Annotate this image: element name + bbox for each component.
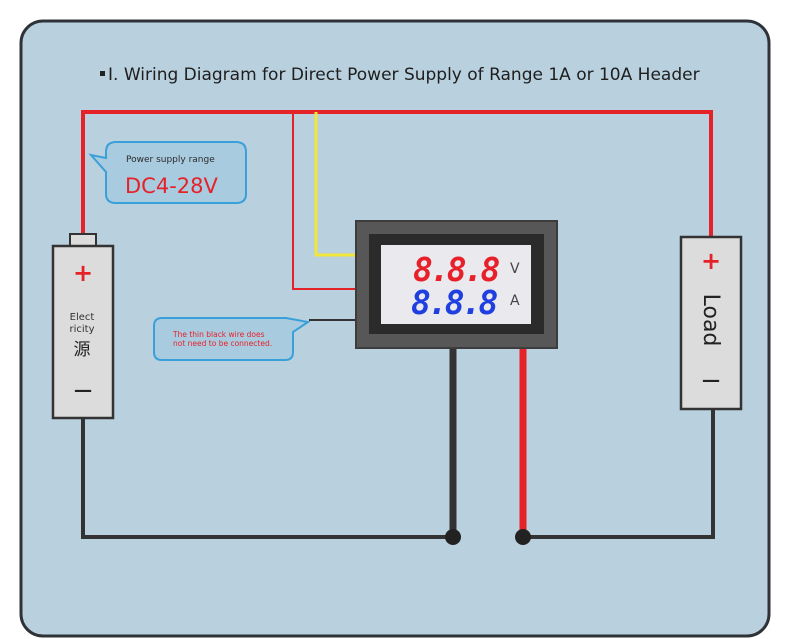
supply-callout-bubble bbox=[88, 141, 247, 204]
battery-body bbox=[51, 244, 115, 420]
battery-label-line3: 源 bbox=[74, 340, 91, 360]
supply-range-callout: Power supply range DC4-28V bbox=[88, 141, 247, 204]
load-plus-sign: + bbox=[701, 247, 721, 275]
battery-label-line2: ricity bbox=[69, 324, 94, 335]
load-body bbox=[679, 235, 743, 411]
title-bullet bbox=[100, 71, 105, 76]
black-wire-power-negative bbox=[81, 418, 453, 539]
load-minus-sign: − bbox=[700, 366, 722, 396]
junction-dot-red bbox=[515, 529, 531, 545]
black-wire-load-negative bbox=[523, 410, 715, 539]
battery-label-line1: Elect bbox=[70, 312, 95, 323]
diagram-title: I. Wiring Diagram for Direct Power Suppl… bbox=[108, 65, 700, 85]
thin-wire-note-line1: The thin black wire does bbox=[172, 330, 265, 339]
voltage-unit: V bbox=[510, 261, 520, 277]
supply-callout-label: Power supply range bbox=[126, 155, 215, 165]
current-unit: A bbox=[510, 293, 520, 309]
power-source: + Elect ricity 源 − bbox=[51, 233, 115, 420]
load: + Load − bbox=[679, 235, 743, 411]
load-label: Load bbox=[698, 294, 723, 347]
red-wire-top bbox=[81, 110, 713, 238]
junction-dot-black bbox=[445, 529, 461, 545]
current-reading: 8.8.8 bbox=[411, 283, 497, 322]
battery-minus-sign: − bbox=[72, 376, 94, 406]
yellow-wire bbox=[314, 112, 356, 257]
meter-screen bbox=[381, 245, 531, 324]
voltage-reading: 8.8.8 bbox=[413, 250, 499, 289]
digital-meter: 8.8.8 V 8.8.8 A bbox=[355, 220, 558, 349]
supply-callout-value: DC4-28V bbox=[125, 174, 218, 198]
red-wire-meter-branch bbox=[292, 112, 356, 290]
thin-wire-note-line2: not need to be connected. bbox=[173, 339, 272, 348]
thin-wire-note-bubble bbox=[153, 317, 311, 361]
battery-plus-sign: + bbox=[73, 259, 93, 287]
thin-wire-note-callout: The thin black wire does not need to be … bbox=[153, 317, 311, 361]
